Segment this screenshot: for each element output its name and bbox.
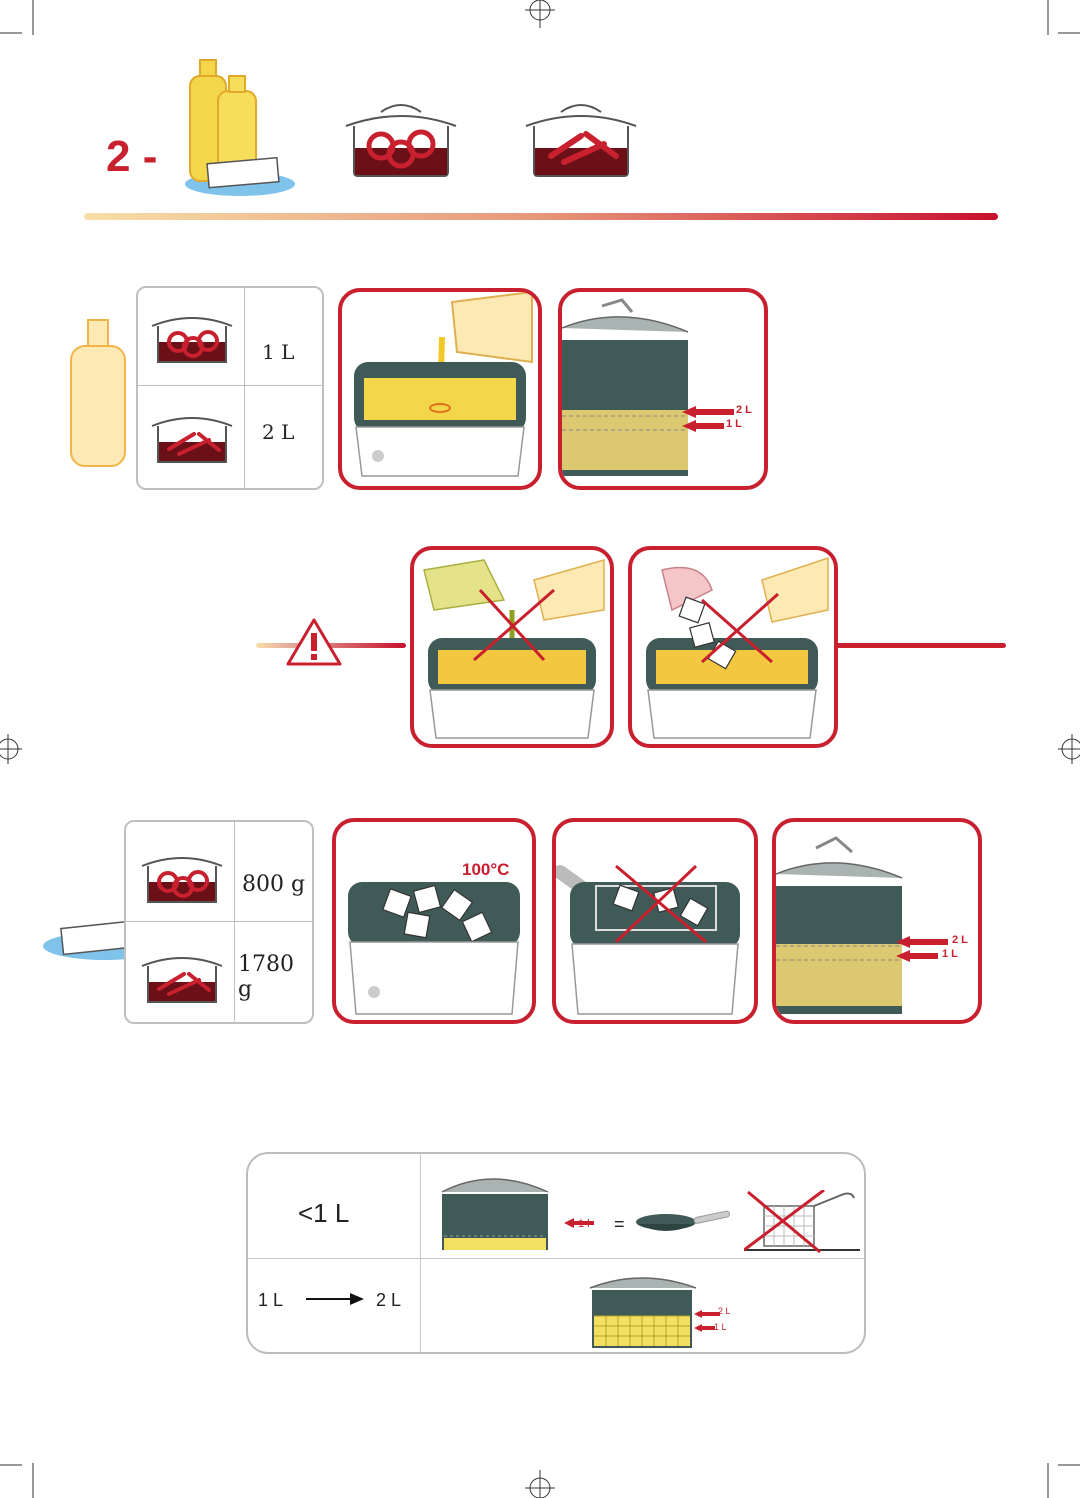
fryer-pouring-oil-illustration [354, 292, 533, 477]
fries-pot-icon [141, 957, 223, 1003]
fat-qty-fries: 1780 g [238, 952, 294, 1002]
no-mixing-oil-panel [410, 546, 614, 748]
low-level-label: 1 l [578, 1218, 590, 1230]
onion-rings-pot-icon [345, 104, 457, 177]
fryer-with-fat-cubes-illustration [348, 882, 520, 1015]
frying-pan-icon [636, 1210, 730, 1231]
fat-level-panel: 2 L 1 L [772, 818, 982, 1024]
step-number: 2 - [106, 132, 158, 181]
oil-and-fat-icon [185, 59, 295, 196]
min-level-label: 1 L [714, 1322, 727, 1332]
under-one-liter-label: <1 L [298, 1198, 350, 1228]
pour-oil-panel [338, 288, 542, 490]
max-level-label: 2 L [952, 934, 968, 946]
fat-quantity-table: 800 g 1780 g [124, 820, 314, 1024]
fryer-with-basket-illustration [589, 1277, 697, 1348]
mixing-oils-illustration [423, 559, 605, 739]
level-usage-table: <1 L 1 l = 1 L 2 L 2 L 1 L [246, 1152, 866, 1354]
max-level-label: 2 L [736, 404, 752, 416]
fryer-level-illustration [562, 298, 734, 476]
warning-line [256, 643, 1006, 648]
onion-rings-pot-icon [141, 857, 223, 903]
no-basket-fat-panel [552, 818, 758, 1024]
onion-rings-pot-icon [151, 317, 233, 363]
fat-qty-onion: 800 g [242, 872, 306, 897]
range-from-label: 1 L [258, 1290, 284, 1310]
no-oil-on-solid-fat-panel [628, 546, 838, 748]
fryer-fat-level-illustration [776, 836, 948, 1014]
oil-qty-fries: 2 L [262, 420, 295, 444]
no-deep-fry-basket-icon [744, 1190, 860, 1254]
max-level-label: 2 L [718, 1306, 731, 1316]
range-to-label: 2 L [376, 1290, 402, 1310]
oil-bottle-icon [70, 319, 126, 467]
range-arrow-icon [306, 1293, 364, 1305]
basket-with-fat-illustration [556, 864, 740, 1015]
equals-sign: = [614, 1214, 625, 1234]
warning-icon [286, 618, 342, 666]
fryer-low-level-illustration [441, 1178, 549, 1250]
min-level-label: 1 L [726, 418, 742, 430]
level-arrow-icon [564, 1218, 594, 1228]
min-level-label: 1 L [942, 948, 958, 960]
oil-on-solid-fat-illustration [646, 556, 829, 739]
oil-quantity-table: 1 L 2 L [136, 286, 324, 490]
level-arrows-icon [694, 1310, 720, 1332]
fries-pot-icon [525, 104, 637, 177]
melt-fat-panel: 100°C [332, 818, 536, 1024]
header-divider [84, 213, 998, 220]
temperature-label: 100°C [462, 860, 510, 879]
oil-level-panel: 2 L 1 L [558, 288, 768, 490]
oil-qty-onion: 1 L [262, 340, 295, 364]
fries-pot-icon [151, 417, 233, 463]
